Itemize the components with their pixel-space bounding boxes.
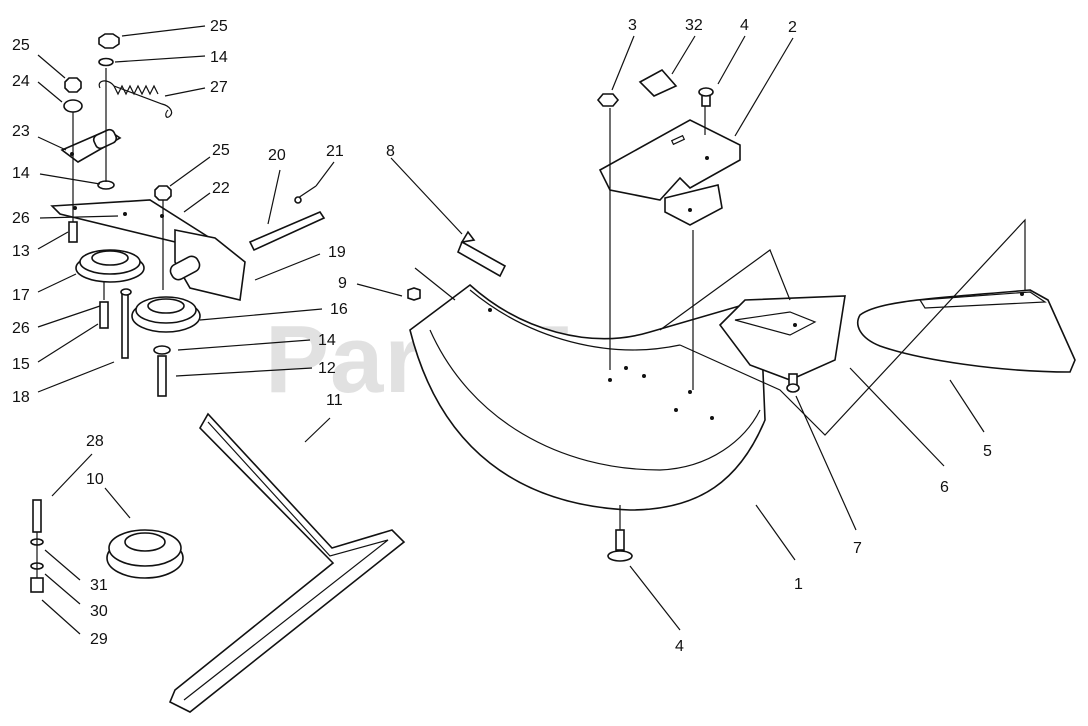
callout-19: 19: [328, 244, 346, 261]
callout-11: 11: [326, 392, 343, 409]
callout-12: 12: [318, 360, 336, 377]
idler-arm-part: [60, 128, 122, 163]
bolt-part: [407, 287, 800, 562]
pulley-part: [75, 249, 201, 333]
callout-7: 7: [853, 540, 862, 557]
callout-14: 14: [318, 332, 336, 349]
callout-13: 13: [12, 243, 30, 260]
deflector-part: [718, 295, 846, 381]
assembly-lines: [36, 68, 1026, 578]
callout-24: 24: [12, 73, 30, 90]
leader-lines: [37, 25, 985, 635]
callout-18: 18: [12, 389, 30, 406]
nut-part: [63, 33, 172, 201]
callout-31: 31: [90, 577, 108, 594]
callout-25: 25: [210, 18, 228, 35]
callout-22: 22: [212, 180, 230, 197]
callout-26: 26: [12, 210, 30, 227]
callout-6: 6: [940, 479, 949, 496]
callout-30: 30: [90, 603, 108, 620]
callout-4: 4: [675, 638, 684, 655]
callout-3: 3: [628, 17, 637, 34]
callout-23: 23: [12, 123, 30, 140]
callout-28: 28: [86, 433, 104, 450]
belt-part: [168, 412, 406, 713]
hinge-bracket-part: [456, 230, 507, 278]
spring-part: [98, 80, 173, 118]
callout-14: 14: [210, 49, 228, 66]
bracket-part: [598, 119, 741, 226]
bolt-part: [68, 221, 171, 397]
mount-plate-part: [50, 199, 246, 301]
callout-4: 4: [740, 17, 749, 34]
callout-17: 17: [12, 287, 30, 304]
callout-25: 25: [12, 37, 30, 54]
callout-5: 5: [983, 443, 992, 460]
callout-9: 9: [338, 275, 347, 292]
callout-16: 16: [330, 301, 348, 318]
callout-27: 27: [210, 79, 228, 96]
callout-21: 21: [326, 143, 344, 160]
discharge-chute-part: [409, 283, 766, 511]
callout-8: 8: [386, 143, 395, 160]
callout-14: 14: [12, 165, 30, 182]
callout-2: 2: [788, 19, 797, 36]
callout-10: 10: [86, 471, 104, 488]
callout-15: 15: [12, 356, 30, 373]
callout-26: 26: [12, 320, 30, 337]
callout-29: 29: [90, 631, 108, 648]
hardware-part: [596, 68, 714, 107]
callout-1: 1: [794, 576, 803, 593]
shield-part: [856, 289, 1076, 373]
callout-25: 25: [212, 142, 230, 159]
callout-20: 20: [268, 147, 286, 164]
callout-labels: 25 14 27 25 24 23 14 26 13 17 26 15 18 2…: [12, 17, 992, 655]
callout-32: 32: [685, 17, 703, 34]
shaft-part: [248, 185, 326, 252]
